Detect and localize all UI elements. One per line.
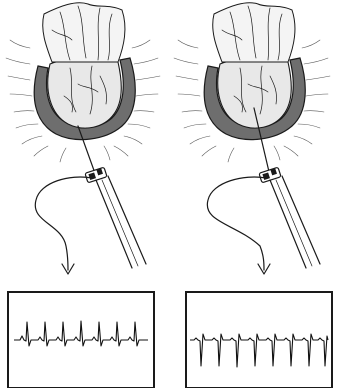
right-panel — [174, 3, 332, 388]
left-ecg-wire — [35, 177, 92, 270]
right-great-vessels — [213, 3, 295, 62]
left-syringe — [96, 176, 146, 268]
left-great-vessels — [43, 3, 125, 62]
left-panel — [6, 3, 160, 388]
right-ecg-wire — [207, 177, 266, 270]
right-syringe — [270, 176, 320, 268]
